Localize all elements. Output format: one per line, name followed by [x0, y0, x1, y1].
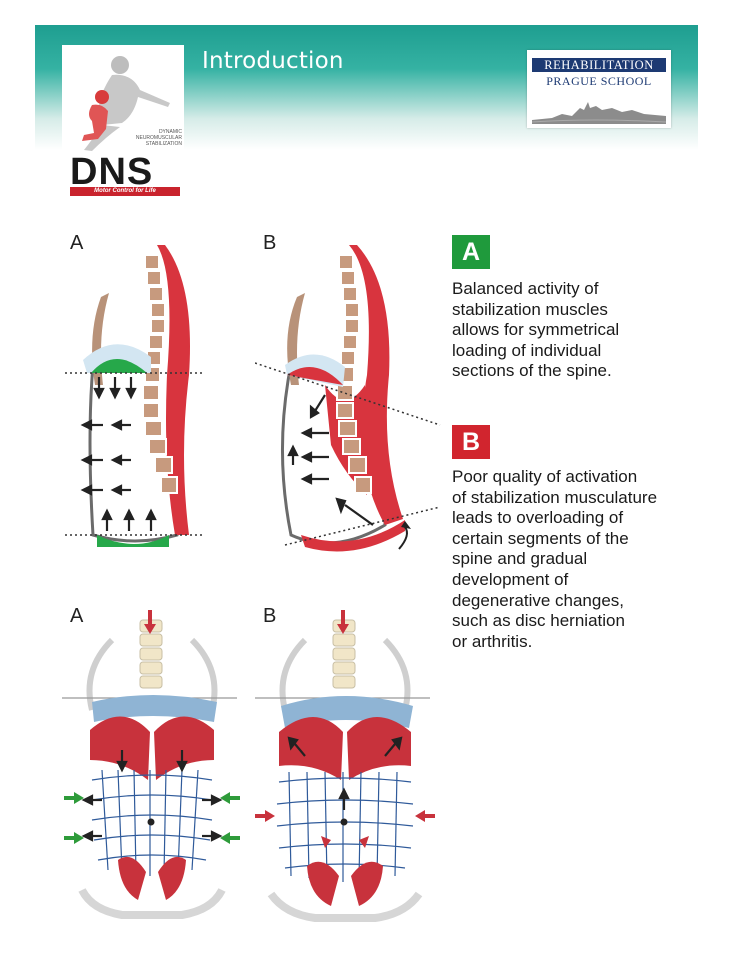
school-logo-line1: REHABILITATION — [532, 58, 666, 72]
poor-core-diagram — [255, 610, 435, 922]
bottom-left-panel-label: A — [70, 605, 84, 627]
dns-figure-icon — [82, 56, 170, 151]
balanced-core-diagram — [62, 610, 240, 919]
legend-b-description: Poor quality of activation of stabilizat… — [452, 467, 658, 651]
poor-stabilization-diagram — [255, 245, 441, 552]
legend-a-description: Balanced activity of stabilization muscl… — [452, 279, 620, 381]
prague-skyline-icon — [532, 102, 666, 124]
legend-b-badge: B — [452, 425, 490, 459]
page-title: Introduction — [202, 48, 344, 74]
dns-subtitle: DYNAMIC NEUROMUSCULAR STABILIZATION — [135, 129, 182, 147]
rehabilitation-prague-school-logo: REHABILITATION PRAGUE SCHOOL — [527, 50, 671, 128]
dns-logo: DYNAMIC NEUROMUSCULAR STABILIZATION DNS … — [62, 45, 184, 197]
legend-a-badge: A — [452, 235, 490, 269]
top-left-panel-label: A — [70, 232, 84, 254]
dns-tagline: Motor Control for Life — [70, 187, 180, 196]
school-logo-line2: PRAGUE SCHOOL — [546, 74, 652, 88]
bottom-right-panel-label: B — [263, 605, 277, 627]
balanced-stabilization-diagram — [65, 245, 205, 547]
top-right-panel-label: B — [263, 232, 277, 254]
dns-brand-text: DNS — [70, 151, 154, 193]
